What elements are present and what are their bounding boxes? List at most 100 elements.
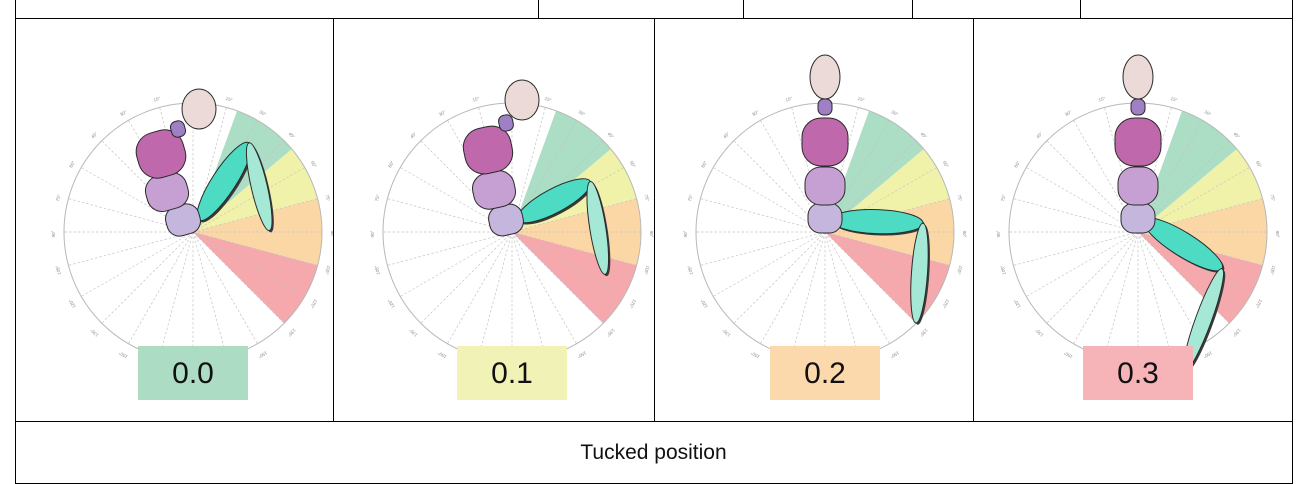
dial-spoke	[192, 140, 285, 233]
dial-spoke	[1137, 167, 1250, 233]
dial-tick-label: 15°	[472, 96, 480, 103]
dial-spoke	[511, 231, 637, 266]
dial-tick-label: 15°	[225, 96, 233, 103]
dial-spoke	[101, 231, 194, 324]
upper-row-divider-4	[1080, 0, 1081, 19]
dial-spoke	[824, 140, 917, 233]
posture-panel-1: 0°15°30°45°60°75°90°105°120°135°150°165°…	[334, 19, 654, 422]
dial-tick-label: 135°	[605, 328, 615, 338]
score-label-box	[457, 346, 567, 400]
dial-spoke	[1137, 198, 1263, 233]
dial-tick-label: 75°	[55, 194, 62, 202]
dial-spoke	[713, 231, 826, 297]
dial-tick-label: 105°	[1000, 265, 1007, 275]
dial-tick-label: 60°	[387, 160, 395, 169]
upper-row-divider-1	[538, 0, 539, 19]
chest	[135, 129, 187, 179]
upper-row-divider-2	[743, 0, 744, 19]
dial-spoke	[733, 231, 826, 324]
dial-tick-label: 135°	[408, 327, 418, 337]
table-left-border	[15, 0, 16, 484]
upper-row-divider-3	[912, 0, 913, 19]
score-label-box	[1083, 346, 1193, 400]
dial-tick-label: 105°	[55, 265, 62, 275]
dial-tick-label: 60°	[629, 160, 637, 169]
dial-spoke	[824, 231, 950, 266]
zone-green	[825, 110, 924, 232]
caption: Tucked position	[580, 441, 727, 464]
dial-tick-label: 150°	[750, 350, 761, 359]
dial-spoke	[824, 120, 890, 233]
dial-tick-label: 90°	[962, 231, 967, 238]
dial-spoke	[1046, 140, 1139, 233]
dial-tick-label: 45°	[606, 131, 614, 139]
body-figure	[462, 79, 611, 277]
dial-tick-label: 60°	[68, 160, 76, 169]
score-label: 0.2	[804, 357, 846, 390]
score-label-box	[138, 346, 248, 400]
dial-tick-label: 75°	[643, 194, 650, 202]
dial-spoke	[420, 140, 513, 233]
dial-spoke	[159, 231, 194, 357]
pelvis	[807, 202, 843, 234]
dial-spoke	[68, 231, 194, 266]
dial-spoke	[387, 231, 513, 266]
dial-tick-label: 150°	[576, 350, 587, 359]
dial-tick-label: 75°	[374, 194, 381, 202]
dial-tick-label: 15°	[544, 96, 552, 103]
dial-tick-label: 105°	[956, 265, 963, 275]
dial-tick-label: 120°	[941, 298, 950, 309]
posture-diagram: 0°15°30°45°60°75°90°105°120°135°150°165°…	[370, 79, 654, 400]
zone-green	[1138, 110, 1237, 232]
zone-red	[512, 232, 637, 324]
dial-spoke	[478, 231, 513, 357]
dial-tick-label: 15°	[785, 96, 793, 103]
dial-tick-label: 135°	[286, 328, 296, 338]
dial-tick-label: 135°	[918, 328, 928, 338]
zone-red	[1138, 232, 1263, 324]
posture-diagram: 0°15°30°45°60°75°90°105°120°135°150°165°…	[683, 54, 967, 400]
range-of-motion-dial: 0°15°30°45°60°75°90°105°120°135°150°165°…	[51, 92, 333, 376]
dial-tick-label: 30°	[578, 109, 587, 117]
dial-tick-label: 60°	[700, 160, 708, 169]
dial-tick-label: 120°	[1254, 298, 1263, 309]
table-right-border	[1292, 0, 1293, 484]
dial-spoke	[1137, 231, 1230, 324]
dial-spoke	[760, 120, 826, 233]
dial-spoke	[733, 140, 826, 233]
cell-divider-3	[973, 19, 974, 422]
dial-spoke	[511, 231, 577, 344]
posture-panel-2: 0°15°30°45°60°75°90°105°120°135°150°165°…	[655, 19, 973, 422]
dial-spoke	[511, 120, 577, 233]
abdomen	[1117, 166, 1159, 206]
dial-tick-label: 135°	[1034, 327, 1044, 337]
dial-tick-label: 90°	[370, 230, 375, 237]
body-figure	[135, 88, 274, 237]
dial-tick-label: 30°	[438, 109, 447, 117]
dial-tick-label: 120°	[68, 298, 77, 309]
dial-tick-label: 45°	[287, 131, 295, 139]
dial-tick-label: 120°	[628, 298, 637, 309]
dial-spoke	[1026, 231, 1139, 297]
posture-diagram: 0°15°30°45°60°75°90°105°120°135°150°165°…	[996, 54, 1280, 400]
dial-spoke	[192, 231, 305, 297]
dial-tick-label: 105°	[643, 265, 650, 275]
dial-spoke	[1104, 107, 1139, 233]
dial-tick-label: 135°	[721, 327, 731, 337]
dial-tick-label: 135°	[1231, 328, 1241, 338]
head	[181, 88, 217, 130]
dial-spoke	[700, 231, 826, 266]
dial-spoke	[192, 107, 227, 233]
shank	[910, 222, 929, 324]
dial-tick-label: 120°	[309, 298, 318, 309]
pelvis	[1120, 202, 1156, 234]
dial-tick-label: 60°	[942, 160, 950, 169]
table-top-border	[15, 18, 1293, 19]
dial-tick-label: 60°	[310, 160, 318, 169]
score-label: 0.0	[172, 357, 214, 390]
dial-spoke	[791, 231, 826, 357]
dial-spoke	[824, 231, 890, 344]
dial-tick-label: 90°	[51, 230, 56, 237]
neck	[1130, 98, 1146, 116]
dial-tick-label: 75°	[1000, 194, 1007, 202]
